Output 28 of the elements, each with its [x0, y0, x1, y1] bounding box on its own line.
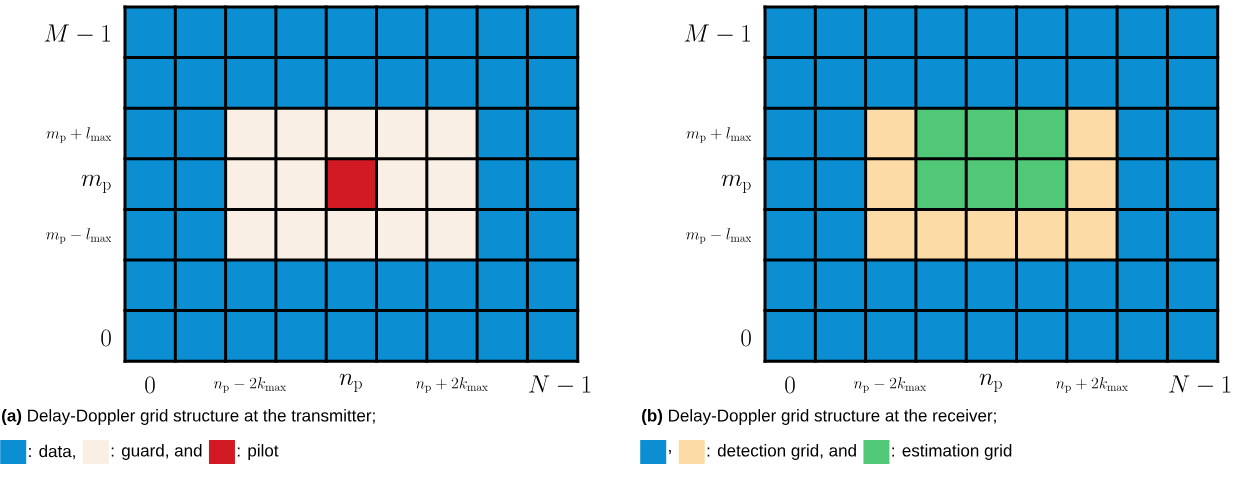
legend-text: : data,: [29, 444, 75, 460]
tick-label: $n_{\mathrm{p}}$: [979, 373, 1002, 392]
legend-text: : detection grid, and: [707, 444, 856, 460]
tick-label: $M-1$: [684, 24, 750, 42]
tick-label: $n_{\mathrm{p}}+2k_{\max}$: [1056, 377, 1128, 393]
tick-label: $0$: [101, 329, 111, 347]
tick-label: $m_{\mathrm{p}}-l_{\max}$: [46, 228, 112, 244]
tick-label: $n_{\mathrm{p}}$: [339, 373, 362, 392]
caption: (b) Delay-Doppler grid structure at the receiver;: [642, 409, 996, 425]
tick-label: $N-1$: [1169, 375, 1231, 393]
tick-label: $m_{\mathrm{p}}+l_{\max}$: [686, 127, 752, 143]
tick-label: $m_{\mathrm{p}}$: [81, 174, 111, 193]
tick-label: $n_{\mathrm{p}}+2k_{\max}$: [416, 377, 488, 393]
tick-label: $m_{\mathrm{p}}+l_{\max}$: [46, 127, 112, 143]
legend-text: ,: [669, 450, 671, 454]
caption: (a) Delay-Doppler grid structure at the transmitter;: [2, 409, 375, 425]
tick-label: $m_{\mathrm{p}}$: [721, 174, 751, 193]
tick-label: $0$: [145, 376, 155, 394]
legend-text: : guard, and: [111, 444, 202, 460]
legend-text: : pilot: [237, 444, 279, 460]
tick-label: $0$: [741, 329, 751, 347]
tick-label: $N-1$: [529, 375, 591, 393]
tick-label: $n_{\mathrm{p}}-2k_{\max}$: [213, 377, 286, 393]
tick-label: $m_{\mathrm{p}}-l_{\max}$: [686, 228, 752, 244]
tick-label: $M-1$: [44, 24, 110, 42]
tick-label: $n_{\mathrm{p}}-2k_{\max}$: [853, 377, 926, 393]
tick-label: $0$: [785, 376, 795, 394]
legend-text: : estimation grid: [892, 444, 1012, 460]
